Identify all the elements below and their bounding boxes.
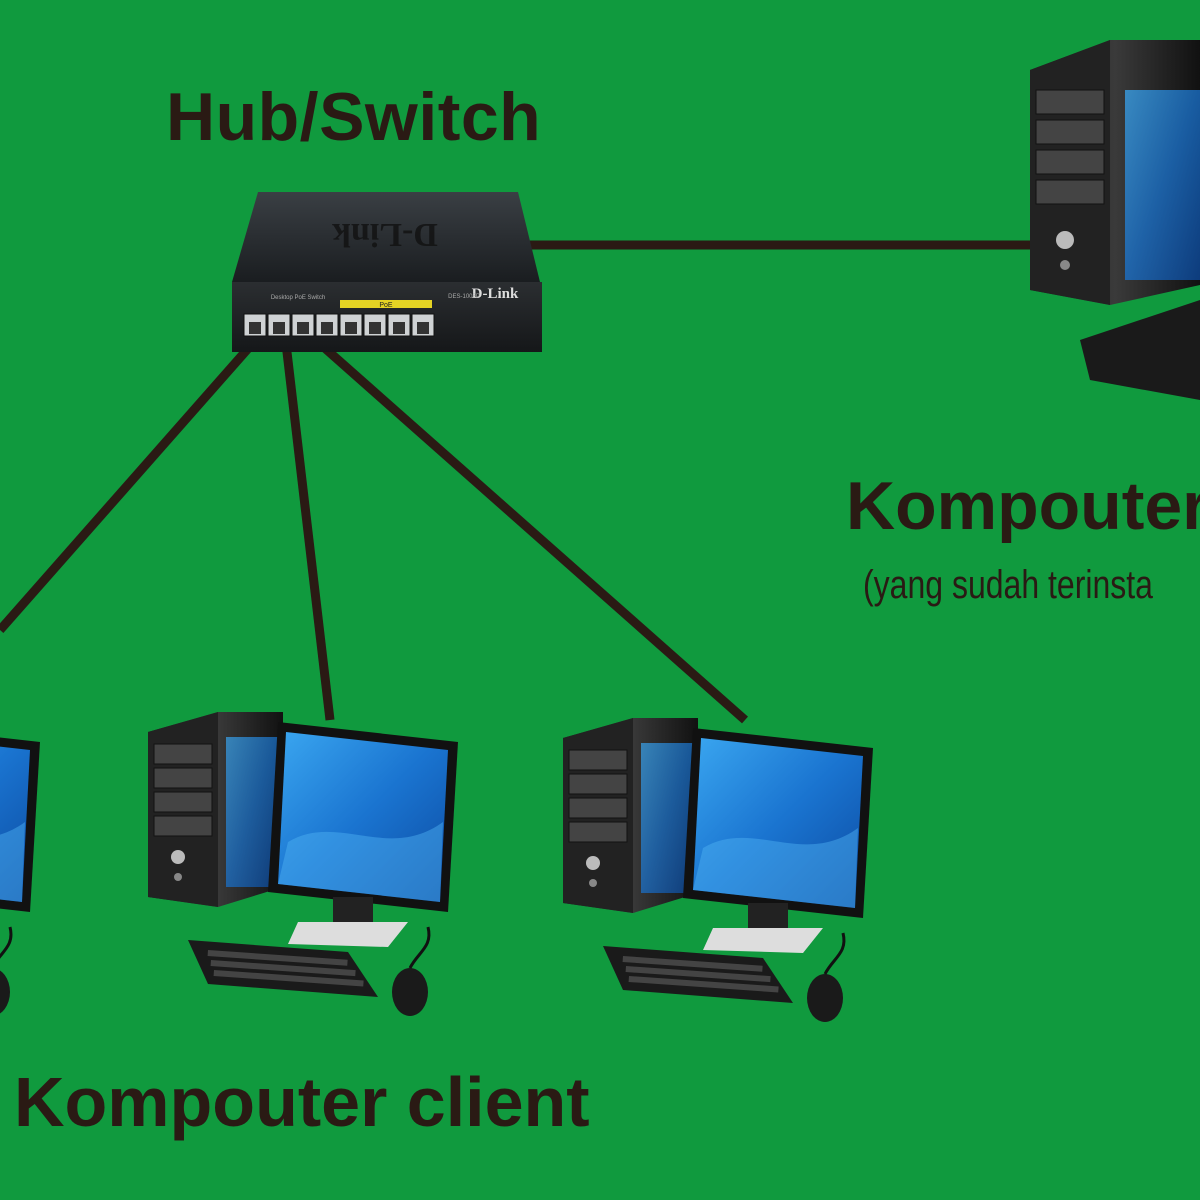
server-note-label: (yang sudah terinsta — [863, 563, 1153, 607]
hub-switch-label: Hub/Switch — [166, 79, 542, 155]
cable-to-client-left — [0, 332, 264, 633]
network-cables — [0, 240, 1030, 724]
client-label: Kompouter client — [14, 1063, 590, 1141]
switch-poe-badge: PoE — [379, 302, 393, 309]
server-label: Kompouter — [846, 468, 1200, 544]
client-computer-icon-left — [0, 710, 42, 1018]
switch-model: DES-1008P — [448, 294, 480, 300]
cable-to-client-middle — [280, 334, 335, 721]
client-computer-icon-middle — [146, 710, 460, 1018]
switch-top-brand: D-Link — [332, 216, 438, 253]
cable-to-client-right — [307, 331, 748, 724]
client-computer-icon-right — [561, 716, 875, 1024]
server-computer-icon — [1030, 40, 1200, 400]
switch-subtitle: Desktop PoE Switch — [271, 295, 325, 301]
switch-icon: D-Link PoE Desktop PoE Switch D-Link DES… — [232, 192, 542, 352]
switch-front-brand: D-Link — [472, 286, 519, 302]
